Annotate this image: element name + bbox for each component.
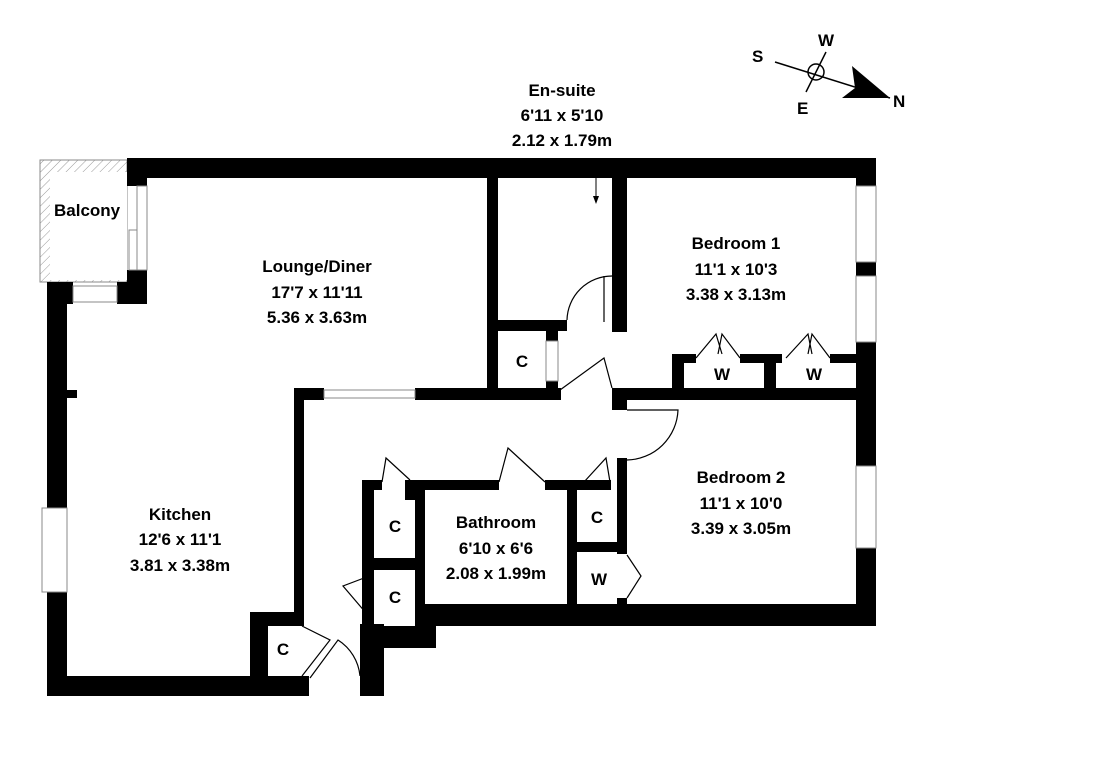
svg-text:5.36 x 3.63m: 5.36 x 3.63m: [267, 308, 367, 327]
svg-text:6'10 x 6'6: 6'10 x 6'6: [459, 539, 533, 558]
compass-n: N: [893, 92, 905, 111]
wardrobe-bedroom1-right: W: [806, 365, 823, 384]
label-kitchen: Kitchen 12'6 x 11'1 3.81 x 3.38m: [130, 505, 230, 575]
label-bathroom: Bathroom 6'10 x 6'6 2.08 x 1.99m: [446, 513, 546, 583]
balcony: [39, 159, 128, 283]
svg-text:6'11 x 5'10: 6'11 x 5'10: [521, 106, 604, 125]
svg-text:2.12 x 1.79m: 2.12 x 1.79m: [512, 131, 612, 150]
cupboard-entrance-c: C: [277, 640, 289, 659]
cupboard-hall-c3: C: [389, 588, 401, 607]
windows: [41, 185, 877, 593]
svg-text:Bedroom 1: Bedroom 1: [692, 234, 781, 253]
compass-e: E: [797, 99, 808, 118]
ensuite-arrow-icon: [593, 196, 599, 204]
svg-text:En-suite: En-suite: [528, 81, 595, 100]
svg-text:3.38 x 3.13m: 3.38 x 3.13m: [686, 285, 786, 304]
compass-w: W: [818, 31, 835, 50]
doors: [301, 275, 831, 679]
label-bedroom1: Bedroom 1 11'1 x 10'3 3.38 x 3.13m: [686, 234, 786, 304]
label-bedroom2: Bedroom 2 11'1 x 10'0 3.39 x 3.05m: [691, 468, 791, 538]
svg-text:17'7 x 11'11: 17'7 x 11'11: [271, 283, 362, 302]
svg-text:Lounge/Diner: Lounge/Diner: [262, 257, 372, 276]
label-ensuite: En-suite 6'11 x 5'10 2.12 x 1.79m: [512, 81, 612, 204]
north-arrow-icon: [842, 66, 890, 98]
wardrobe-bedroom1-left: W: [714, 365, 731, 384]
svg-text:11'1 x 10'0: 11'1 x 10'0: [700, 494, 783, 513]
wardrobe-hall-w: W: [591, 570, 608, 589]
cupboard-hall-c2: C: [591, 508, 603, 527]
svg-text:Kitchen: Kitchen: [149, 505, 211, 524]
svg-text:3.81 x 3.38m: 3.81 x 3.38m: [130, 556, 230, 575]
compass-s: S: [752, 47, 763, 66]
label-lounge: Lounge/Diner 17'7 x 11'11 5.36 x 3.63m: [262, 257, 372, 327]
svg-text:Bedroom 2: Bedroom 2: [697, 468, 786, 487]
svg-text:Bathroom: Bathroom: [456, 513, 536, 532]
cupboard-ensuite-c: C: [516, 352, 528, 371]
svg-text:2.08 x 1.99m: 2.08 x 1.99m: [446, 564, 546, 583]
label-balcony: Balcony: [54, 201, 121, 220]
cupboard-labels: C W W C C W C C: [277, 352, 823, 659]
cupboard-hall-c1: C: [389, 517, 401, 536]
walls: [47, 158, 876, 696]
svg-text:12'6 x 11'1: 12'6 x 11'1: [139, 530, 222, 549]
compass: W S E N: [752, 31, 905, 118]
svg-text:3.39 x 3.05m: 3.39 x 3.05m: [691, 519, 791, 538]
svg-text:11'1 x 10'3: 11'1 x 10'3: [695, 260, 778, 279]
